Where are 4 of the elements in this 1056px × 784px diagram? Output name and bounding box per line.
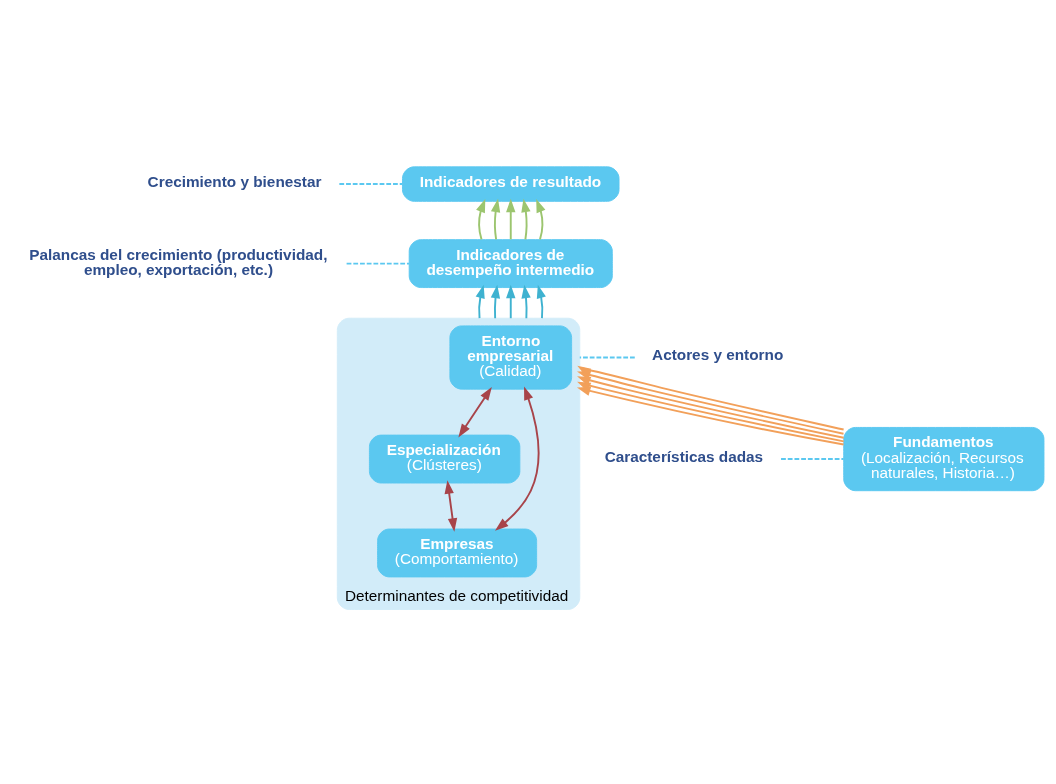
node-text: Palancas del crecimiento (productividad, empleo, exportación, etc.) [29, 245, 328, 278]
node-text: Crecimiento y bienestar [147, 172, 322, 190]
node-text: Actores y entorno [652, 346, 784, 364]
node-text: Características dadas [604, 447, 764, 465]
